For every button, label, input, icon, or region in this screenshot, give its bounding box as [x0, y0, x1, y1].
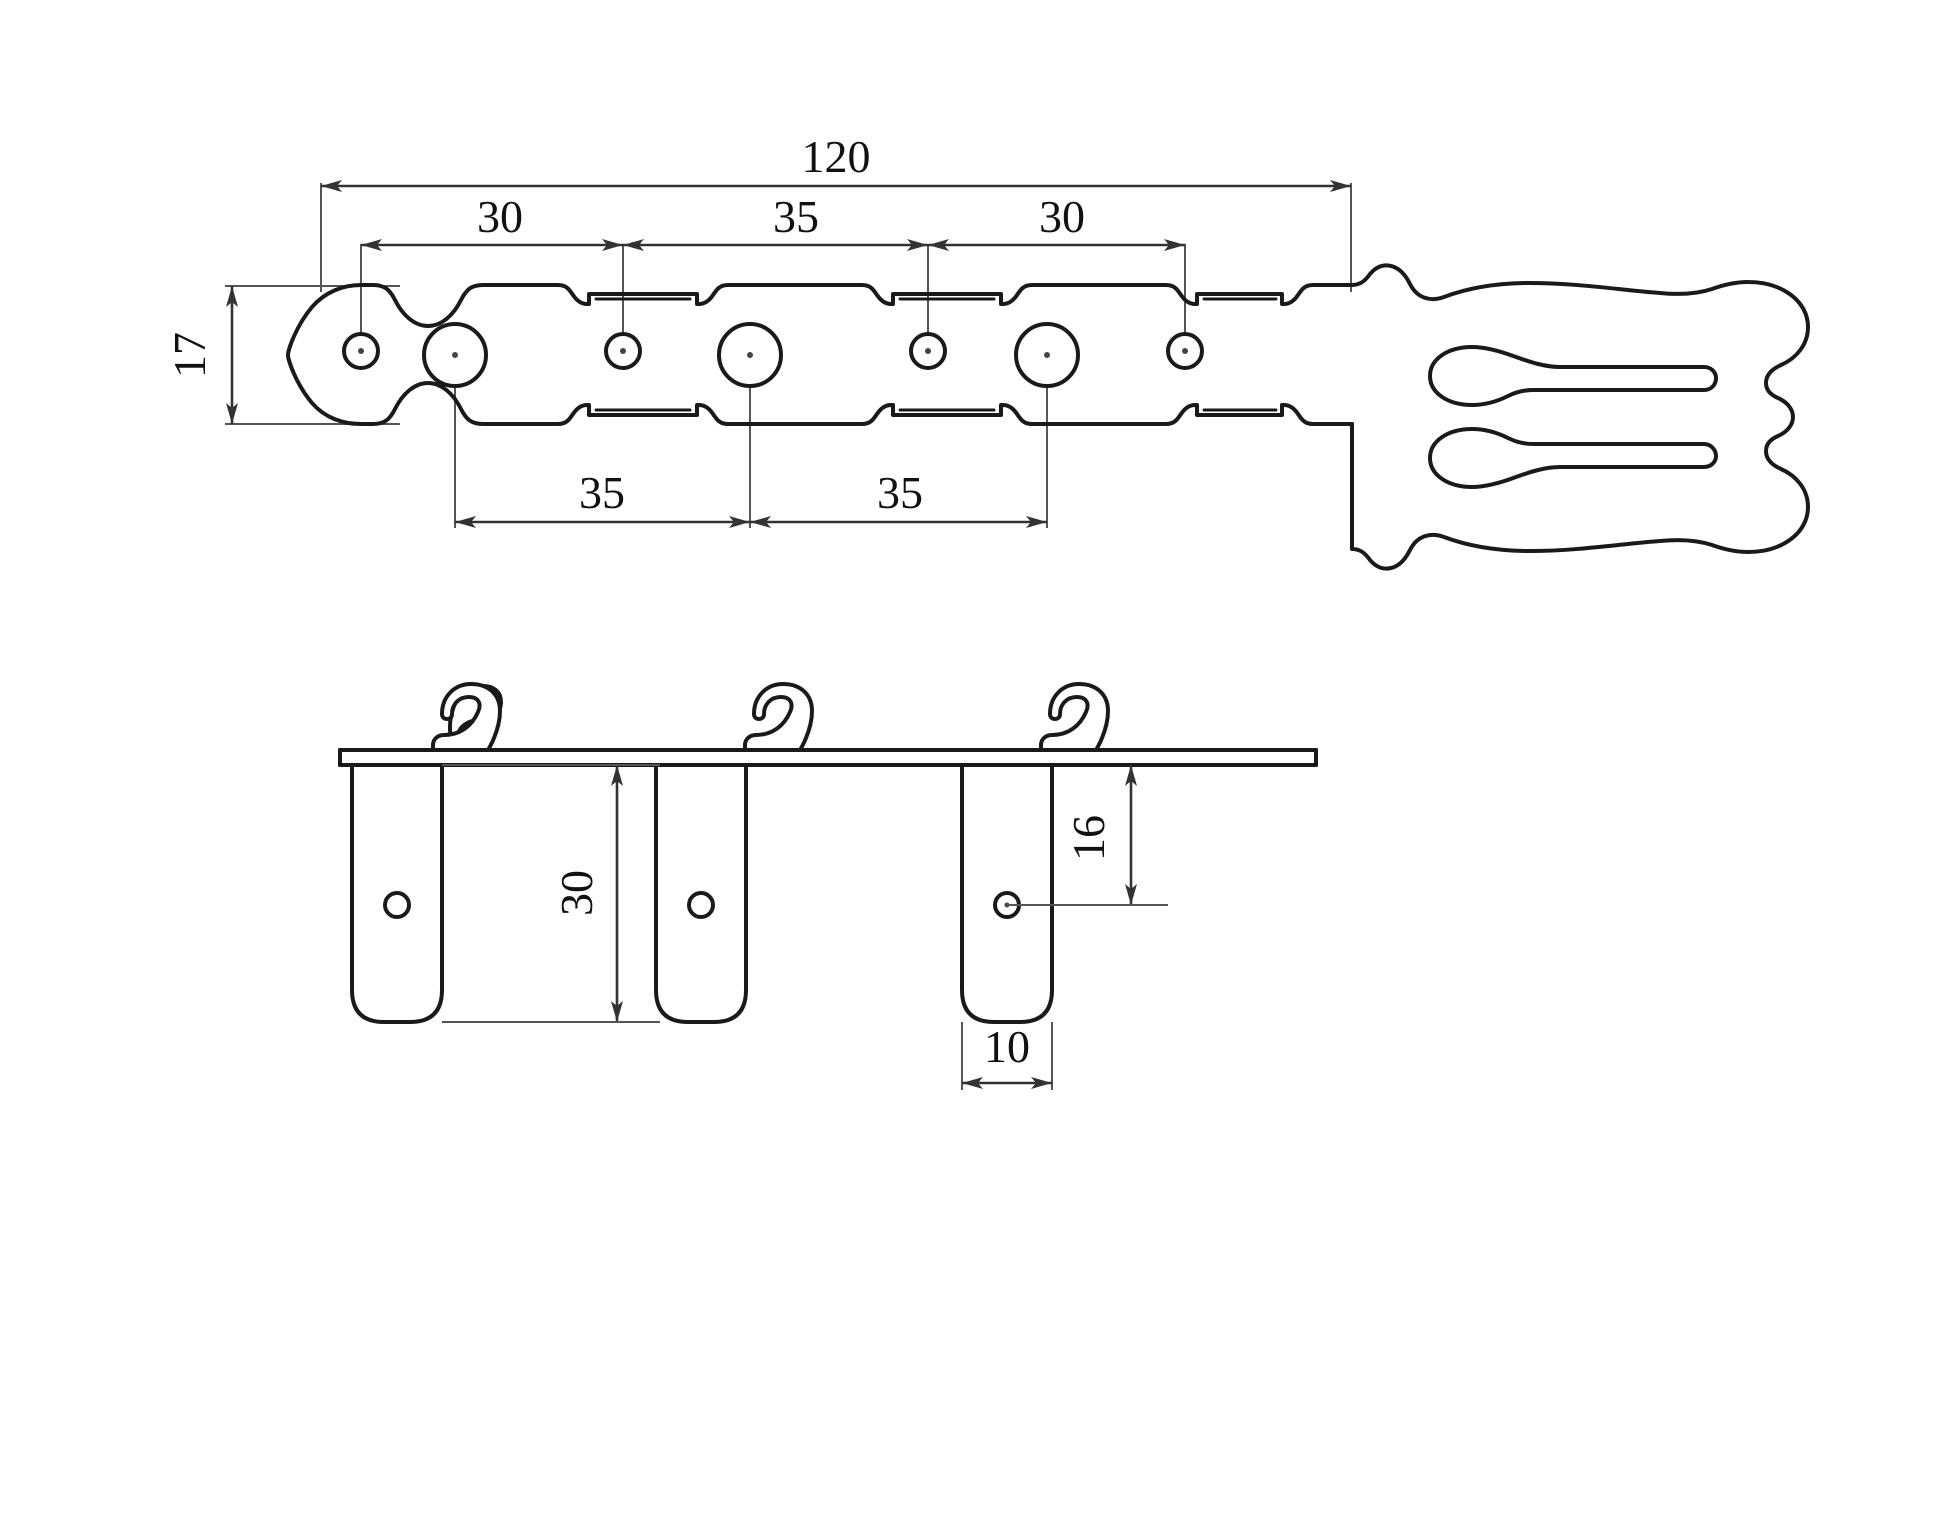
dimension-10-label: 10 — [984, 1021, 1030, 1072]
large-hole — [1014, 322, 1080, 388]
leg-2 — [654, 765, 748, 1024]
top-view-group: 120 30 35 30 17 35 35 — [164, 131, 1810, 571]
dimension-35c-label: 35 — [877, 467, 923, 518]
dimension-17: 17 — [164, 286, 238, 424]
dimension-30a-label: 30 — [477, 191, 523, 242]
dimension-17-label: 17 — [164, 332, 215, 378]
leg-hole — [687, 891, 715, 919]
hook-profile-2 — [743, 682, 814, 752]
leg-holes — [383, 891, 1021, 919]
dimension-120: 120 — [321, 131, 1351, 192]
plate-slots — [594, 297, 1278, 412]
small-hole — [604, 332, 642, 370]
legs-group — [350, 765, 1054, 1024]
dimension-30b-label: 30 — [1039, 191, 1085, 242]
dimension-10: 10 — [961, 1021, 1053, 1090]
small-hole — [909, 332, 947, 370]
ornament-slot-upper — [1428, 345, 1718, 407]
dimension-30c: 30 — [442, 764, 660, 1023]
dimension-35b-label: 35 — [579, 467, 625, 518]
large-hole — [717, 322, 783, 388]
large-holes — [422, 322, 1080, 388]
dimension-chain-lower: 35 35 — [455, 467, 1047, 528]
dimension-35a-label: 35 — [773, 191, 819, 242]
ornament-slot-lower — [1428, 427, 1718, 489]
plate-bottom-edge — [359, 381, 1354, 426]
plate-outline — [286, 263, 1810, 571]
left-semicircular-end — [286, 283, 363, 426]
bottom-view-group: 30 16 10 — [338, 682, 1318, 1090]
leg-1 — [350, 765, 444, 1024]
small-hole — [342, 332, 380, 370]
hooks-group — [431, 682, 1110, 752]
small-hole — [1166, 332, 1204, 370]
dimension-16-label: 16 — [1063, 815, 1114, 861]
large-hole — [422, 322, 488, 388]
small-holes — [342, 332, 1204, 370]
plate-top-edge — [359, 283, 1354, 328]
leg-hole — [383, 891, 411, 919]
dimension-30c-label: 30 — [551, 870, 602, 916]
dimension-120-label: 120 — [802, 131, 871, 182]
hook-profile-3 — [1039, 682, 1110, 752]
ornamental-right-end-outline — [1350, 263, 1810, 571]
dimension-chain-upper: 30 35 30 — [361, 191, 1185, 251]
hook-profile-1 — [431, 682, 502, 752]
dimension-16: 16 — [1007, 765, 1168, 906]
leg-3 — [960, 765, 1054, 1024]
